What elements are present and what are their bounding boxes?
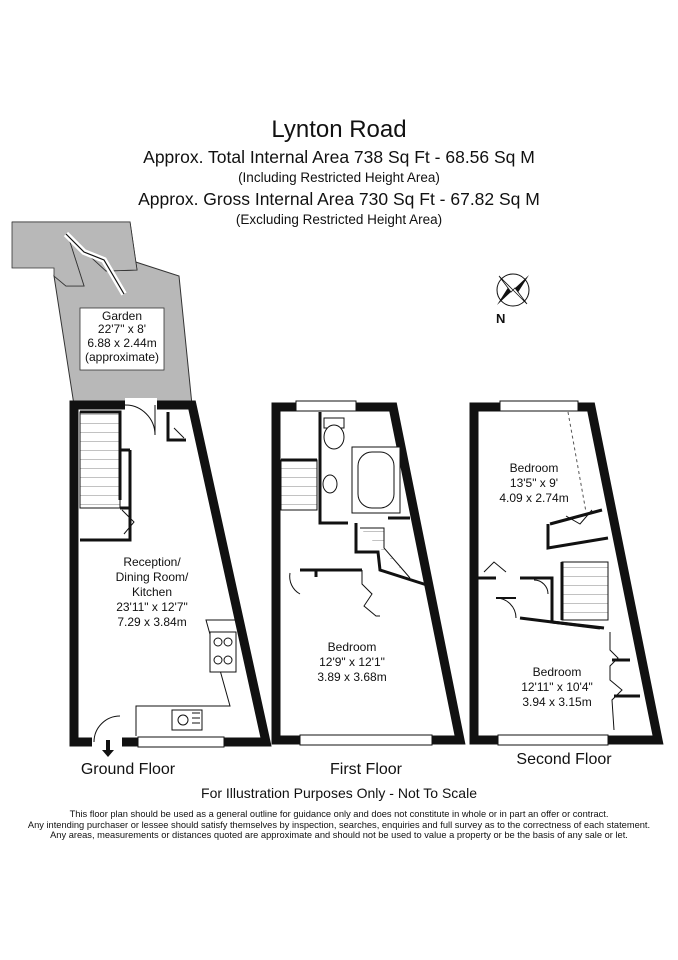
total-area-note: (Including Restricted Height Area) (238, 170, 440, 185)
second-bedroom-2-dim-imperial: 12'11" x 10'4" (521, 680, 593, 694)
garden-note: (approximate) (85, 350, 159, 364)
second-floor-label: Second Floor (516, 751, 612, 768)
reception-dim-imperial: 23'11" x 12'7" (116, 600, 188, 614)
ground-floor-plan (11, 221, 272, 757)
disclaimer: This floor plan should be used as a gene… (0, 809, 678, 841)
reception-dim-metric: 7.29 x 3.84m (117, 615, 186, 629)
garden-dim-metric: 6.88 x 2.44m (87, 336, 156, 350)
second-bedroom-2-name: Bedroom (533, 665, 582, 679)
second-bedroom-1-name: Bedroom (510, 461, 559, 475)
second-bedroom-2-dim-metric: 3.94 x 3.15m (522, 695, 591, 709)
disclaimer-line: This floor plan should be used as a gene… (69, 809, 609, 819)
ground-floor-label: Ground Floor (81, 761, 176, 778)
first-floor-plan (271, 400, 466, 746)
scale-note: For Illustration Purposes Only - Not To … (201, 785, 477, 801)
second-floor-plan (469, 400, 664, 746)
first-floor-label: First Floor (330, 761, 403, 778)
disclaimer-line: Any areas, measurements or distances quo… (50, 830, 628, 840)
reception-name-1: Reception/ (123, 555, 181, 569)
disclaimer-line: Any intending purchaser or lessee should… (27, 819, 651, 830)
compass-north-label: N (496, 311, 505, 326)
gross-area-note: (Excluding Restricted Height Area) (235, 212, 443, 227)
first-bedroom-dim-imperial: 12'9" x 12'1" (319, 655, 385, 669)
first-bedroom-dim-metric: 3.89 x 3.68m (317, 670, 386, 684)
first-bedroom-name: Bedroom (328, 640, 377, 654)
second-bedroom-1-dim-metric: 4.09 x 2.74m (499, 491, 568, 505)
garden-dim-imperial: 22'7" x 8' (98, 322, 146, 336)
reception-name-2: Dining Room/ (116, 570, 189, 584)
second-bedroom-1-dim-imperial: 13'5" x 9' (510, 476, 558, 490)
total-internal-area: Approx. Total Internal Area 738 Sq Ft - … (143, 147, 535, 167)
plan-title: Lynton Road (271, 116, 407, 143)
garden-name: Garden (102, 309, 142, 323)
reception-name-3: Kitchen (132, 585, 172, 599)
compass-icon: N (496, 273, 530, 326)
gross-internal-area: Approx. Gross Internal Area 730 Sq Ft - … (138, 189, 540, 209)
